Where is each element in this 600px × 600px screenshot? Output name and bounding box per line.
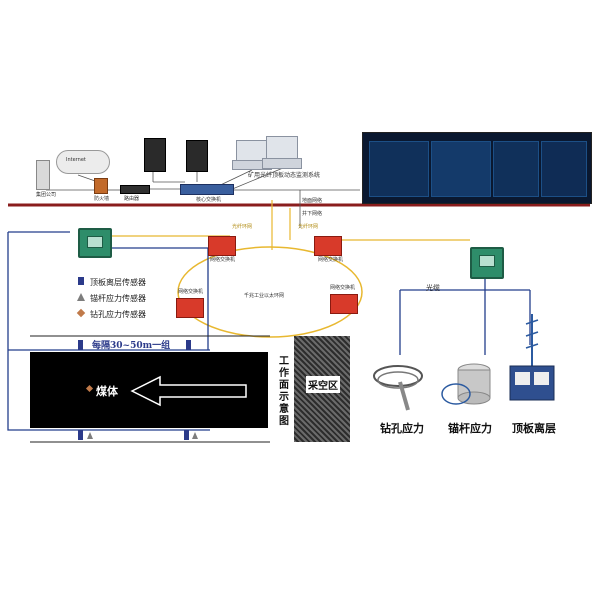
mining-direction-arrow bbox=[130, 375, 247, 407]
roof-sensor-marker bbox=[184, 430, 189, 440]
screen-panel bbox=[431, 141, 491, 197]
screen-panel bbox=[493, 141, 539, 197]
legend-item-bolt-stress: 锚杆应力传感器 bbox=[90, 294, 146, 303]
fiber-label-left: 光纤环网 bbox=[232, 224, 253, 230]
network-switch-icon bbox=[208, 236, 236, 256]
roof-sensor-marker bbox=[78, 340, 83, 350]
bolt-sensor-marker bbox=[87, 432, 93, 439]
cable-label: 光缆 bbox=[426, 284, 440, 292]
legend-item-borehole-stress: 钻孔应力传感器 bbox=[90, 310, 146, 319]
coal-label: 煤体 bbox=[96, 385, 118, 398]
bolt-sensor-marker bbox=[192, 432, 198, 439]
server-icon bbox=[186, 140, 208, 172]
monitor-station-right bbox=[470, 247, 504, 279]
workstation-monitor-icon bbox=[266, 136, 298, 160]
core-switch-icon bbox=[180, 184, 234, 195]
firewall-label: 防火墙 bbox=[94, 196, 110, 202]
office-label: 集团公司 bbox=[36, 192, 57, 198]
ground-network-label: 地面网络 bbox=[302, 198, 323, 204]
spacing-label: 每隔30~50m一组 bbox=[92, 341, 171, 351]
router-icon bbox=[120, 185, 150, 194]
sensor-label-borehole: 钻孔应力 bbox=[380, 422, 424, 435]
cable-left-loop bbox=[7, 231, 210, 431]
bolt-sensor-image bbox=[441, 363, 491, 405]
roof-sensor-marker bbox=[186, 340, 191, 350]
switch-label: 网络交换机 bbox=[330, 285, 356, 291]
switch-label: 网络交换机 bbox=[318, 257, 344, 263]
fiber-label-right: 光纤环网 bbox=[298, 224, 319, 230]
internet-label: Internet bbox=[66, 157, 86, 163]
network-switch-icon bbox=[330, 294, 358, 314]
network-switch-icon bbox=[314, 236, 342, 256]
borehole-sensor-image bbox=[373, 365, 423, 411]
switch-label: 网络交换机 bbox=[210, 257, 236, 263]
roof-separation-sensor-image bbox=[509, 314, 555, 401]
triangle-icon bbox=[77, 293, 85, 301]
sensor-label-bolt: 锚杆应力 bbox=[448, 422, 492, 435]
network-switch-icon bbox=[176, 298, 204, 318]
server-icon bbox=[144, 138, 166, 172]
sensor-label-roof: 顶板离层 bbox=[512, 422, 556, 435]
underground-network-label: 井下网络 bbox=[302, 211, 323, 217]
square-icon bbox=[78, 277, 84, 285]
internet-cloud-icon bbox=[56, 150, 110, 174]
face-label: 工作面示意图 bbox=[279, 356, 289, 427]
firewall-icon bbox=[94, 178, 108, 194]
monitor-system-label: 矿用光纤顶板动态监测系统 bbox=[248, 172, 321, 179]
office-pc-icon bbox=[36, 160, 50, 190]
screen-panel bbox=[369, 141, 429, 197]
switch-label: 网络交换机 bbox=[178, 289, 204, 295]
monitor-station-left bbox=[78, 228, 112, 258]
monitor-screen-wall bbox=[362, 132, 592, 204]
ethernet-ring bbox=[177, 246, 363, 338]
goaf-area bbox=[294, 336, 350, 442]
router-label: 路由器 bbox=[124, 196, 140, 202]
legend-item-roof-separation: 顶板离层传感器 bbox=[90, 278, 146, 287]
cable-right-tree bbox=[399, 275, 531, 355]
workstation-base-icon bbox=[262, 158, 302, 169]
screen-panel bbox=[541, 141, 587, 197]
goaf-label: 采空区 bbox=[306, 376, 340, 393]
core-switch-label: 核心交换机 bbox=[196, 197, 222, 203]
ring-title: 千兆工业以太环网 bbox=[244, 293, 285, 299]
roof-sensor-marker bbox=[78, 430, 83, 440]
